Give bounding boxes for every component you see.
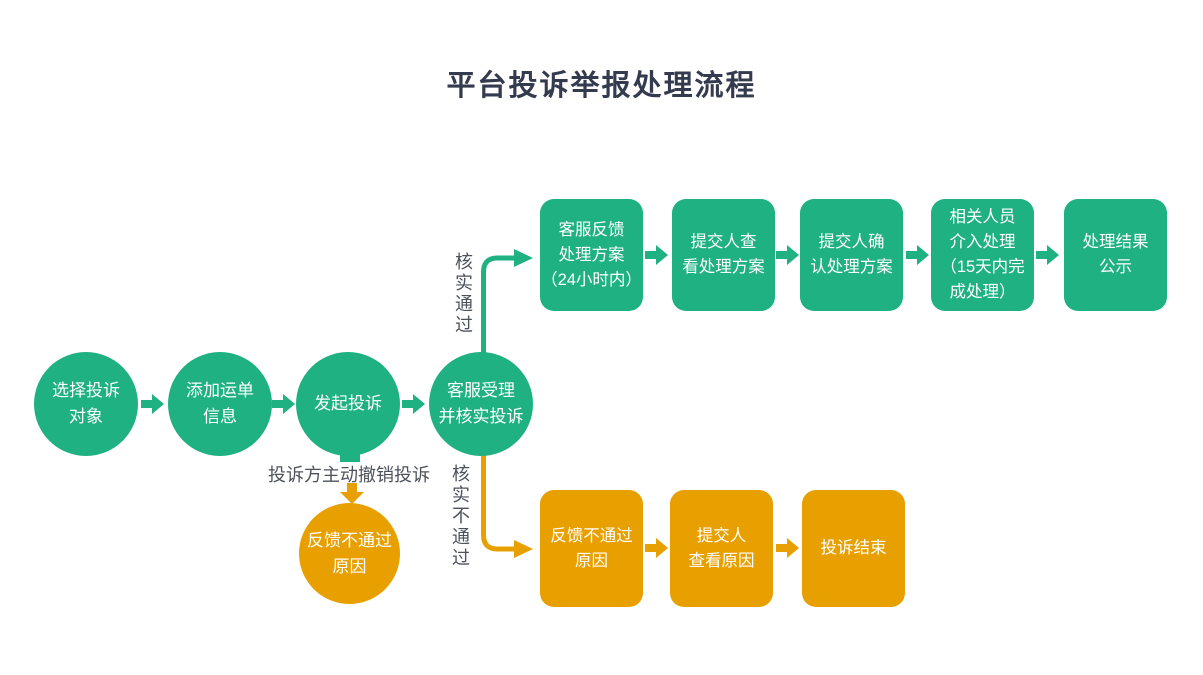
label-verify-fail: 核实不通过: [450, 464, 470, 569]
step-label: 反馈不通过 原因: [307, 530, 392, 576]
arrow-right-icon: [776, 538, 799, 558]
step-initiate-complaint: 发起投诉: [296, 352, 400, 456]
pass-step-result-publicity: 处理结果 公示: [1064, 199, 1167, 311]
step-label: 反馈不通过 原因: [550, 526, 633, 570]
pass-step-service-feedback-plan: 客服反馈 处理方案 （24小时内）: [540, 199, 643, 311]
fail-step-feedback-reason: 反馈不通过 原因: [540, 490, 643, 607]
step-label: 处理结果 公示: [1082, 233, 1149, 276]
arrow-right-icon: [776, 245, 799, 265]
step-add-waybill-info: 添加运单 信息: [168, 352, 272, 456]
pass-step-submitter-view-plan: 提交人查 看处理方案: [672, 199, 775, 311]
arrow-right-icon: [645, 538, 668, 558]
withdraw-step-feedback-reason: 反馈不通过 原因: [299, 503, 400, 604]
fail-step-submitter-view-reason: 提交人 查看原因: [670, 490, 773, 607]
step-label: 客服反馈 处理方案 （24小时内）: [541, 220, 642, 289]
arrow-right-icon: [272, 394, 295, 414]
arrow-head-icon: [514, 540, 533, 558]
step-label: 投诉结束: [820, 539, 887, 557]
arrow-right-icon: [402, 394, 425, 414]
arrow-right-icon: [1036, 245, 1059, 265]
step-label: 发起投诉: [314, 394, 382, 413]
arrow-right-icon: [645, 245, 668, 265]
label-withdraw: 投诉方主动撤销投诉: [268, 465, 430, 485]
label-verify-pass: 核实通过: [453, 252, 473, 336]
fail-step-complaint-end: 投诉结束: [802, 490, 905, 607]
page-title: 平台投诉举报处理流程: [446, 70, 757, 102]
step-label: 提交人确 认处理方案: [810, 233, 893, 276]
step-label: 提交人查 看处理方案: [682, 233, 765, 276]
connector-fail-elbow: [481, 454, 515, 552]
step-label: 客服受理 并核实投诉: [438, 381, 524, 426]
pass-step-staff-intervene: 相关人员 介入处理 （15天内完 成处理）: [931, 199, 1034, 311]
step-label: 添加运单 信息: [186, 381, 254, 426]
step-label: 相关人员 介入处理 （15天内完 成处理）: [940, 208, 1025, 301]
step-select-complaint-target: 选择投诉 对象: [34, 352, 138, 456]
step-label: 提交人 查看原因: [688, 526, 755, 570]
arrow-head-icon: [514, 249, 533, 267]
arrow-right-icon: [906, 245, 929, 265]
connector-pass-elbow: [481, 255, 515, 353]
step-label: 选择投诉 对象: [52, 381, 120, 426]
step-service-accept-verify: 客服受理 并核实投诉: [429, 352, 533, 456]
arrow-right-icon: [141, 394, 164, 414]
pass-step-submitter-confirm-plan: 提交人确 认处理方案: [800, 199, 903, 311]
